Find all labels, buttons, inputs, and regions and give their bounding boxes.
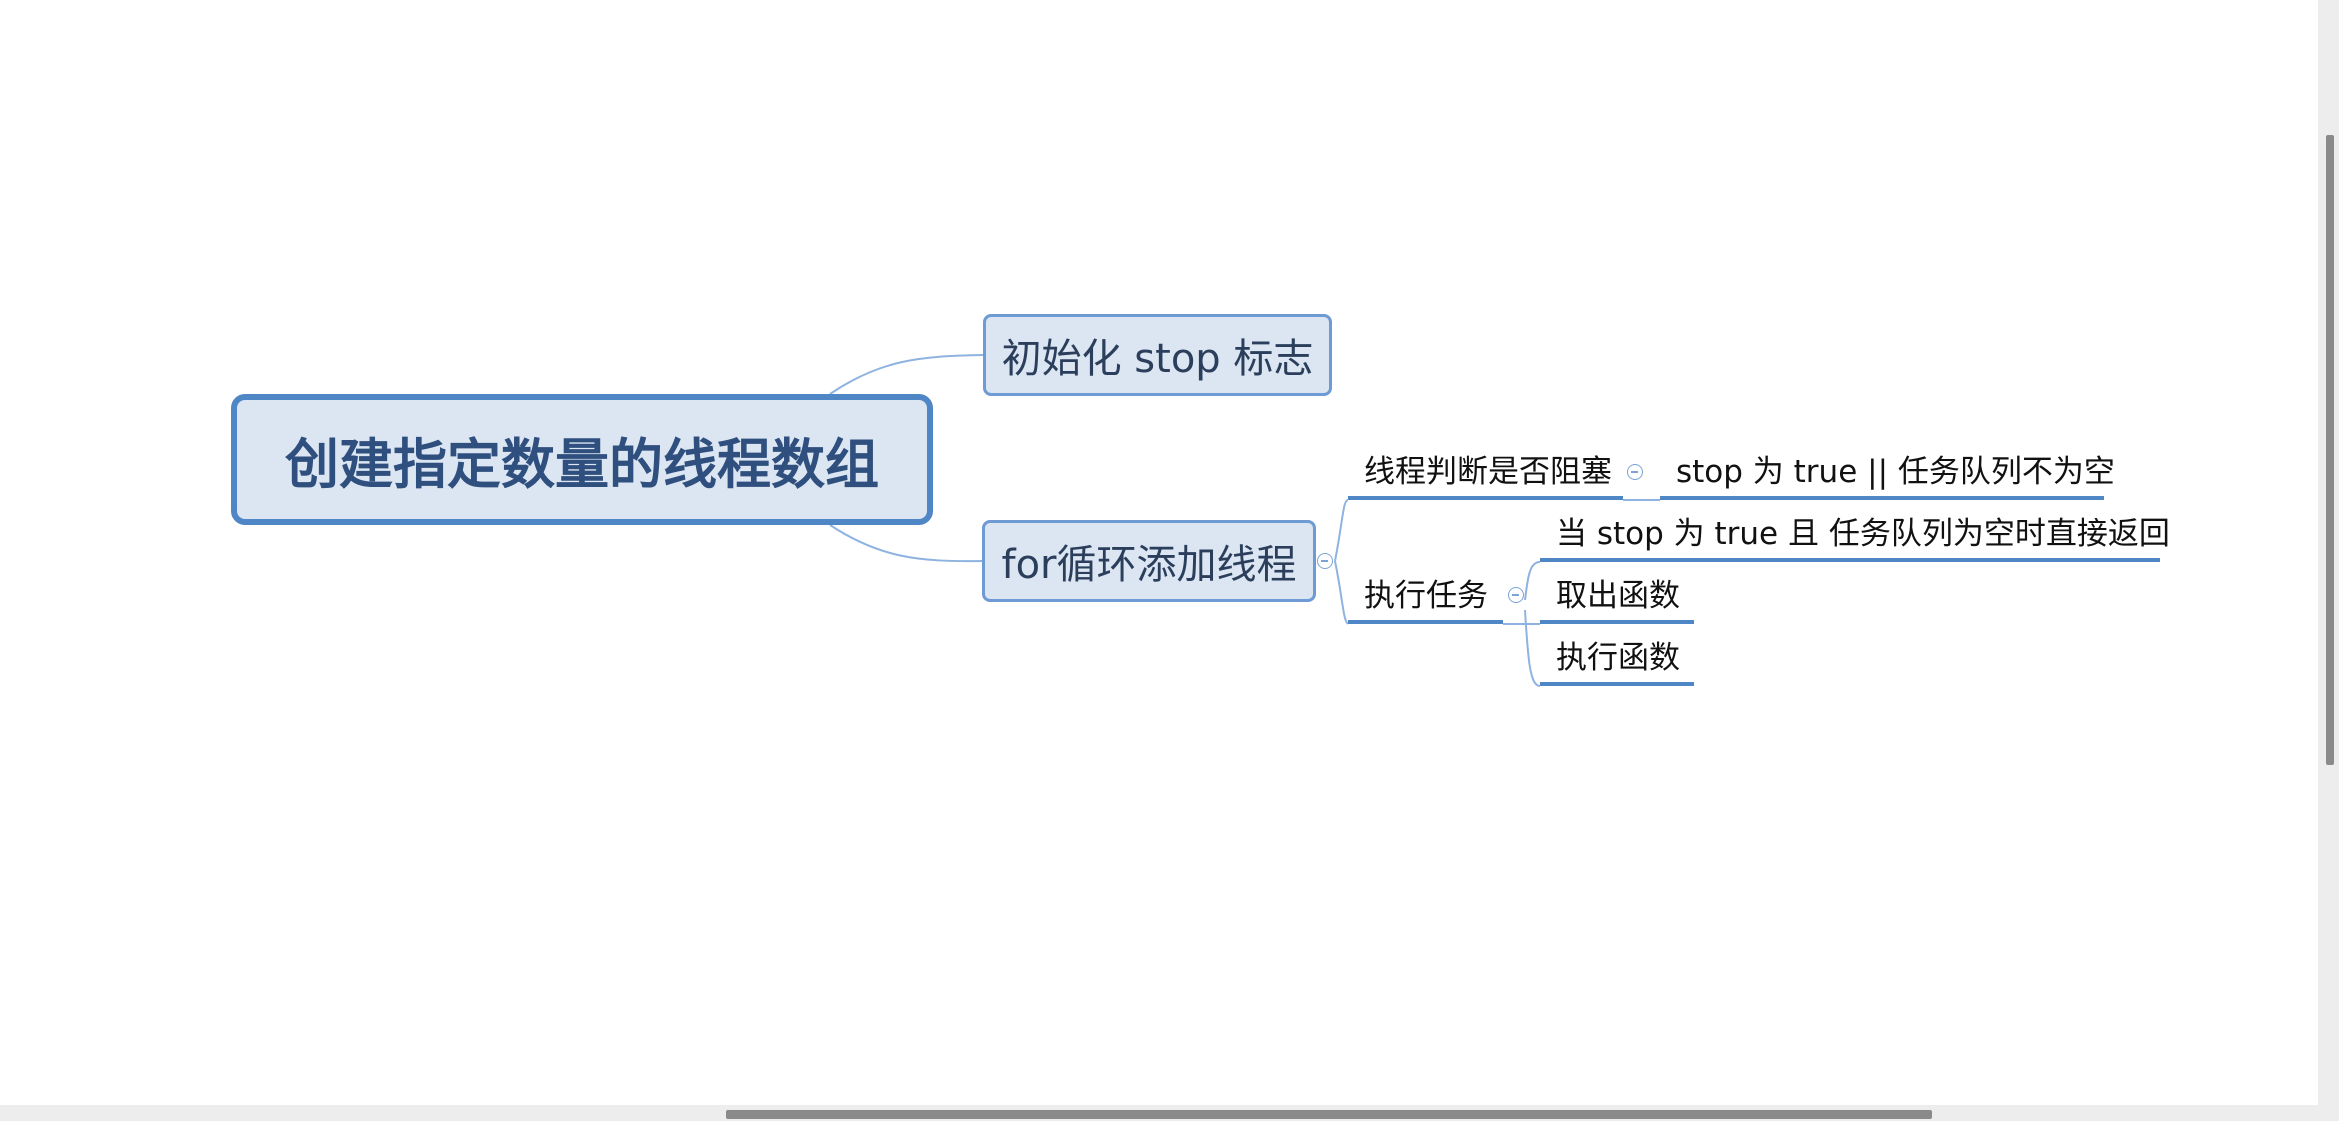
subtopic-label: 当 stop 为 true 且 任务队列为空时直接返回: [1556, 516, 2170, 552]
subtopic-label: 线程判断是否阻塞: [1364, 454, 1612, 490]
connector-execute-to-return: [1524, 561, 1541, 601]
subtopic-return-condition[interactable]: 当 stop 为 true 且 任务队列为空时直接返回: [1540, 512, 2170, 562]
collapse-toggle-icon[interactable]: [1317, 553, 1333, 569]
connector-for-to-execute: [1334, 560, 1349, 625]
main-topic-init-stop[interactable]: 初始化 stop 标志: [983, 314, 1332, 396]
central-topic-label: 创建指定数量的线程数组: [285, 433, 879, 496]
connector-for-to-thread-check: [1334, 499, 1349, 562]
subtopic-label: 取出函数: [1556, 578, 1680, 614]
subtopic-label: 执行函数: [1556, 640, 1680, 676]
connector-central-to-for: [829, 524, 983, 563]
main-topic-label: 初始化 stop 标志: [1001, 336, 1314, 382]
central-topic[interactable]: 创建指定数量的线程数组: [231, 394, 933, 525]
subtopic-fetch-function[interactable]: 取出函数: [1540, 574, 1694, 624]
collapse-toggle-icon[interactable]: [1627, 464, 1643, 480]
connector-central-to-init: [829, 354, 984, 395]
subtopic-label: stop 为 true || 任务队列不为空: [1676, 454, 2115, 490]
subtopic-thread-check[interactable]: 线程判断是否阻塞: [1348, 450, 1623, 500]
subtopic-run-function[interactable]: 执行函数: [1540, 636, 1694, 686]
subtopic-execute-task[interactable]: 执行任务: [1348, 574, 1503, 624]
main-topic-for-loop[interactable]: for循环添加线程: [982, 520, 1316, 602]
connector-execute-to-run: [1524, 609, 1541, 687]
collapse-toggle-icon[interactable]: [1508, 587, 1524, 603]
main-topic-label: for循环添加线程: [1001, 542, 1297, 588]
horizontal-scrollbar-thumb[interactable]: [726, 1110, 1932, 1119]
subtopic-label: 执行任务: [1364, 578, 1488, 614]
vertical-scrollbar-thumb[interactable]: [2326, 135, 2334, 765]
subtopic-check-condition[interactable]: stop 为 true || 任务队列不为空: [1660, 450, 2115, 500]
